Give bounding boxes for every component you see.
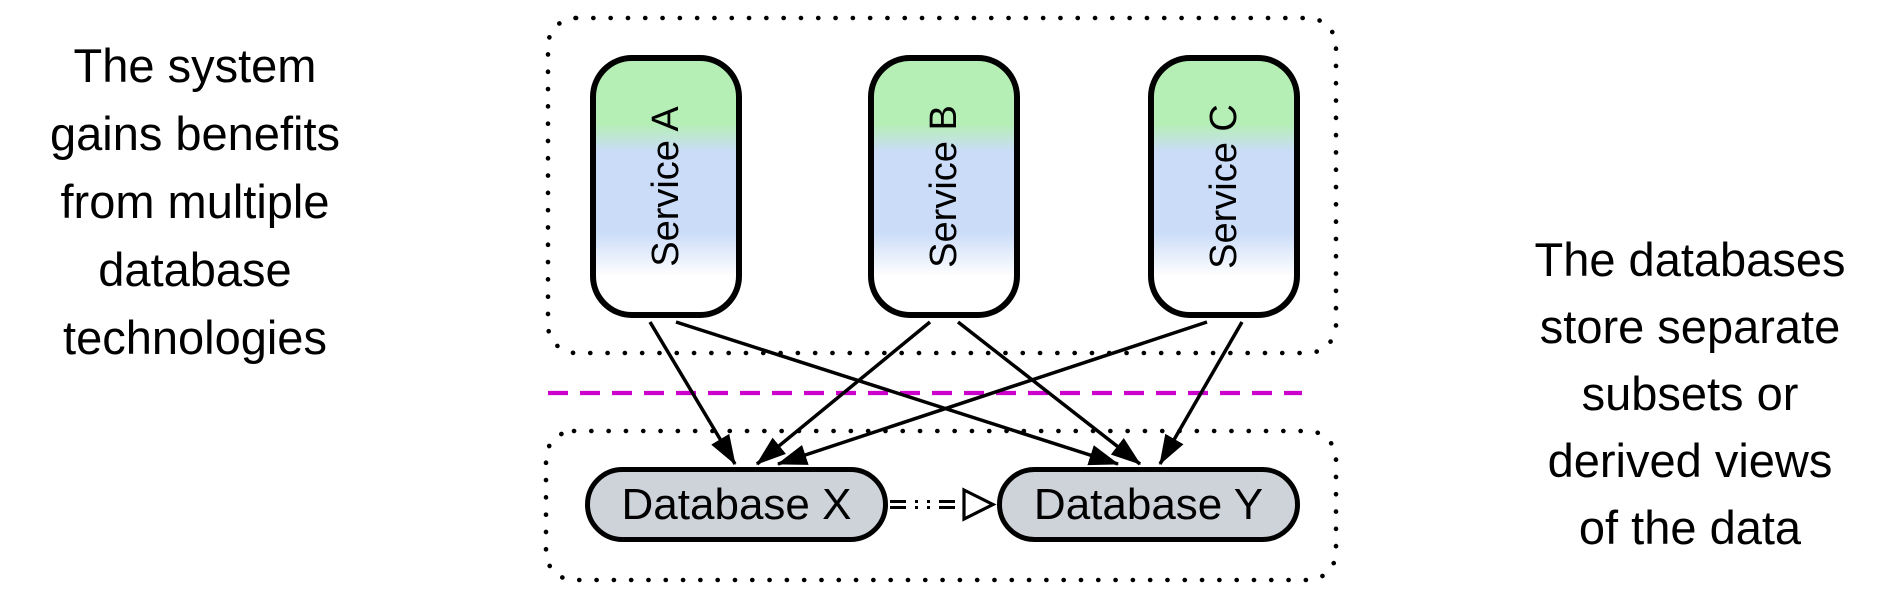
- left-annotation-line: database: [98, 243, 292, 296]
- database-y-node: Database Y: [997, 467, 1300, 542]
- right-annotation-line: store separate: [1539, 300, 1841, 353]
- arrow-service-a-to-database-x: [648, 321, 737, 466]
- right-annotation-line: subsets or: [1581, 367, 1799, 420]
- left-annotation-line: from multiple: [60, 175, 330, 228]
- services-cluster-dotted-border: [545, 15, 1339, 356]
- arrow-service-a-to-database-y: [675, 320, 1120, 466]
- service-b-label: Service B: [922, 105, 965, 268]
- right-annotation: The databases store separate subsets or …: [1488, 226, 1892, 561]
- service-a-node: Service A: [590, 55, 742, 318]
- left-annotation-line: gains benefits: [49, 107, 341, 160]
- database-x-label: Database X: [621, 479, 852, 529]
- service-c-label: Service C: [1202, 104, 1245, 269]
- left-annotation-line: technologies: [63, 311, 327, 364]
- right-annotation-line: derived views: [1547, 434, 1833, 487]
- arrow-service-c-to-database-y: [1158, 321, 1244, 466]
- right-annotation-line: The databases: [1534, 233, 1846, 286]
- arrow-database-x-to-database-y: [890, 487, 997, 522]
- arrow-service-c-to-database-x: [776, 320, 1208, 466]
- left-annotation: The system gains benefits from multiple …: [2, 32, 388, 372]
- databases-cluster-dotted-border: [543, 428, 1339, 583]
- right-annotation-line: of the data: [1578, 501, 1802, 554]
- service-c-node: Service C: [1148, 55, 1300, 318]
- left-annotation-line: The system: [73, 39, 317, 92]
- database-y-label: Database Y: [1033, 479, 1264, 529]
- open-arrowhead-icon: [962, 487, 997, 522]
- service-a-label: Service A: [644, 106, 687, 267]
- service-b-node: Service B: [868, 55, 1020, 318]
- arrow-service-b-to-database-x: [755, 320, 932, 466]
- arrow-service-b-to-database-y: [956, 320, 1142, 466]
- database-x-node: Database X: [585, 467, 888, 542]
